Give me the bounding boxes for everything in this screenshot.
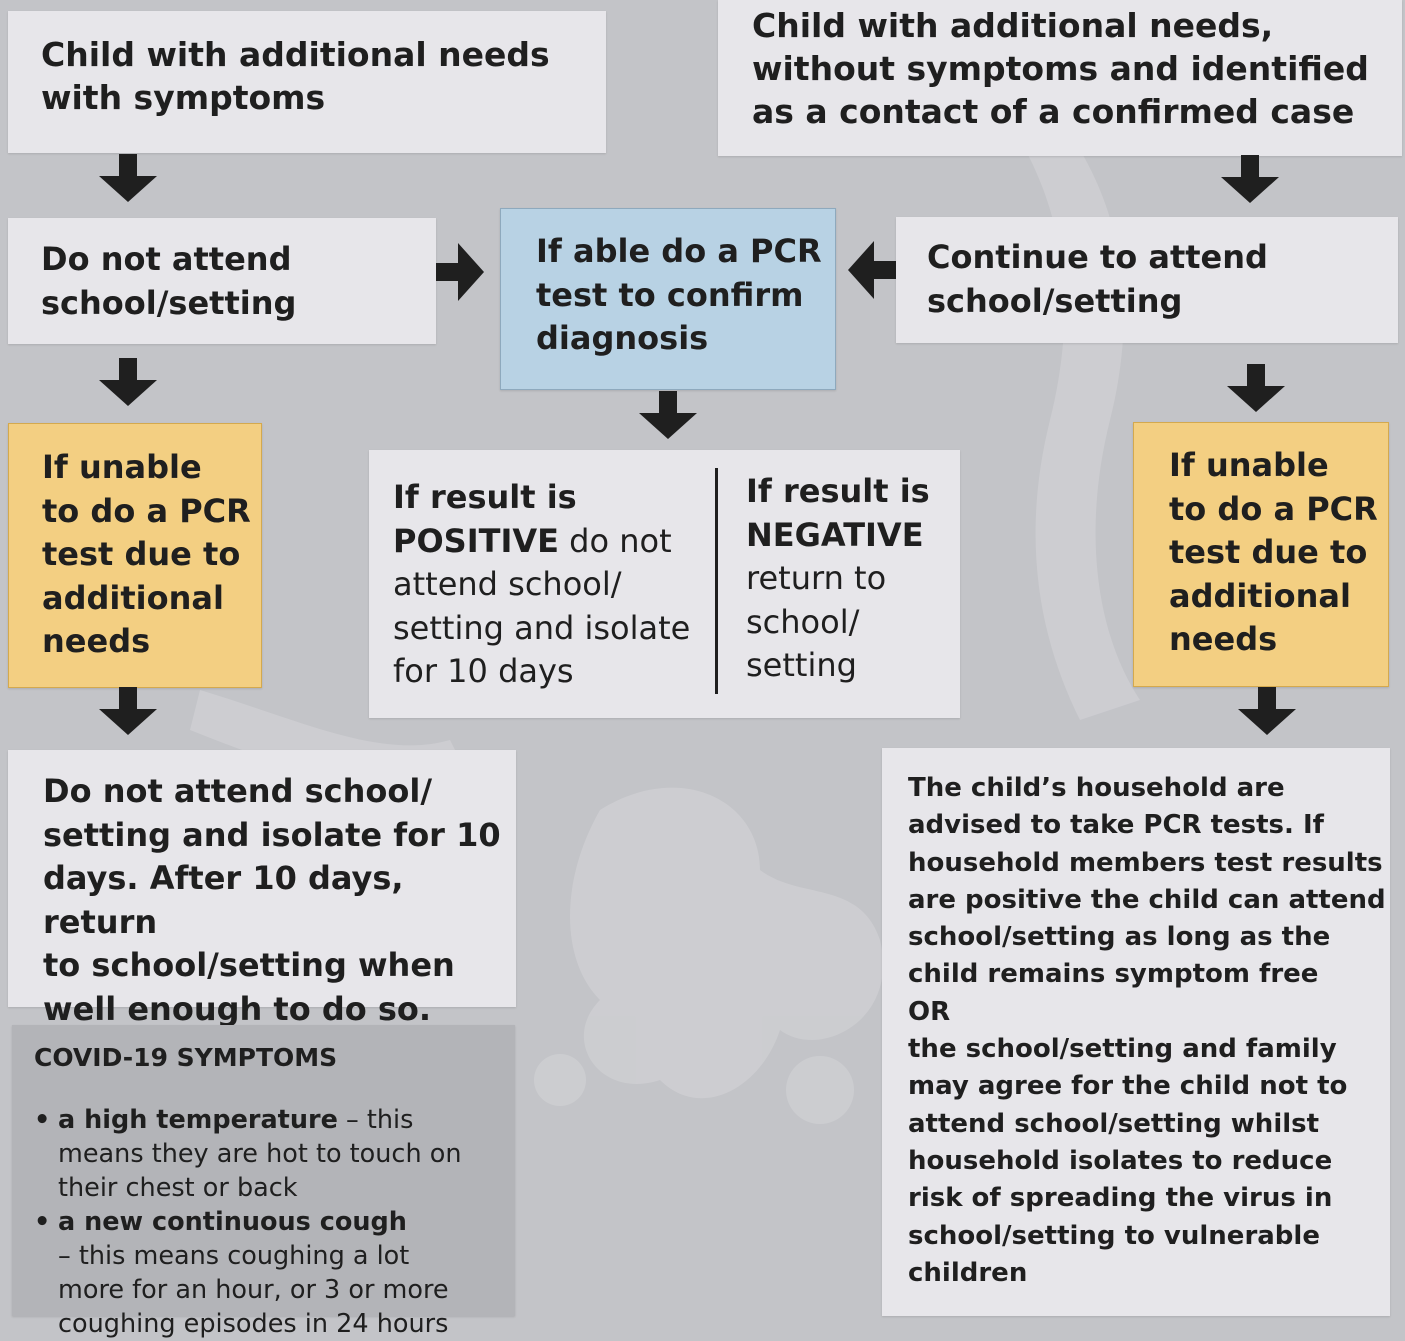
result-divider [715, 468, 718, 694]
unable-pcr-right-text: If unable to do a PCR test due to additi… [1169, 446, 1378, 658]
bullet: • [34, 1105, 51, 1135]
symptom-detail: – this means they are hot to touch on th… [58, 1105, 462, 1203]
positive-prefix: If result is [393, 478, 577, 516]
positive-result-text: If result is POSITIVE do not attend scho… [393, 476, 713, 694]
arrow-right-icon [436, 243, 484, 301]
symptom-detail: – this means coughing a lot more for an … [58, 1241, 449, 1339]
symptoms-list: •a high temperature – this means they ar… [34, 1103, 494, 1341]
arrow-down-icon [1221, 155, 1279, 203]
arrow-down-icon [639, 391, 697, 439]
negative-suffix: return to school/ setting [746, 559, 887, 684]
contact-start-text: Child with additional needs, without sym… [752, 6, 1369, 131]
negative-result-text: If result is NEGATIVE return to school/ … [746, 470, 956, 688]
symptom-name: a new continuous cough [58, 1207, 407, 1237]
pcr-test-box: If able do a PCR test to confirm diagnos… [500, 208, 836, 390]
negative-prefix: If result is [746, 472, 930, 510]
arrow-down-icon [1227, 364, 1285, 412]
continue-attend-text: Continue to attend school/setting [927, 238, 1268, 320]
symptom-name: a high temperature [58, 1105, 338, 1135]
unable-pcr-left-box: If unable to do a PCR test due to additi… [8, 423, 262, 688]
result-box: If result is POSITIVE do not attend scho… [369, 450, 960, 718]
symptoms-title: COVID-19 SYMPTOMS [34, 1043, 338, 1072]
do-not-attend-text: Do not attend school/setting [41, 240, 297, 322]
unable-pcr-left-text: If unable to do a PCR test due to additi… [42, 448, 251, 660]
symptoms-start-text: Child with additional needs with symptom… [41, 35, 550, 117]
isolate-left-text: Do not attend school/ setting and isolat… [43, 772, 501, 1028]
negative-keyword: NEGATIVE [746, 515, 924, 554]
household-advice-text: The child’s household are advised to tak… [908, 773, 1386, 1288]
arrow-down-icon [1238, 687, 1296, 735]
positive-keyword: POSITIVE [393, 521, 559, 560]
pcr-test-text: If able do a PCR test to confirm diagnos… [536, 232, 822, 357]
positive-suffix: do not attend school/ setting and isolat… [393, 521, 691, 691]
arrow-down-icon [99, 687, 157, 735]
arrow-down-icon [99, 358, 157, 406]
unable-pcr-right-box: If unable to do a PCR test due to additi… [1133, 422, 1389, 687]
symptoms-panel: COVID-19 SYMPTOMS •a high temperature – … [12, 1025, 515, 1337]
arrow-down-icon [99, 154, 157, 202]
household-advice-box: The child’s household are advised to tak… [882, 748, 1390, 1316]
symptom-item: •a high temperature – this means they ar… [34, 1103, 494, 1205]
arrow-left-icon [848, 241, 896, 299]
isolate-left-box: Do not attend school/ setting and isolat… [8, 750, 516, 1028]
symptom-item: •a new continuous cough – this means cou… [34, 1205, 494, 1341]
do-not-attend-box: Do not attend school/setting [8, 218, 436, 344]
contact-start-box: Child with additional needs, without sym… [718, 0, 1402, 156]
bullet: • [34, 1207, 51, 1237]
symptoms-start-box: Child with additional needs with symptom… [8, 11, 606, 153]
continue-attend-box: Continue to attend school/setting [896, 217, 1398, 343]
